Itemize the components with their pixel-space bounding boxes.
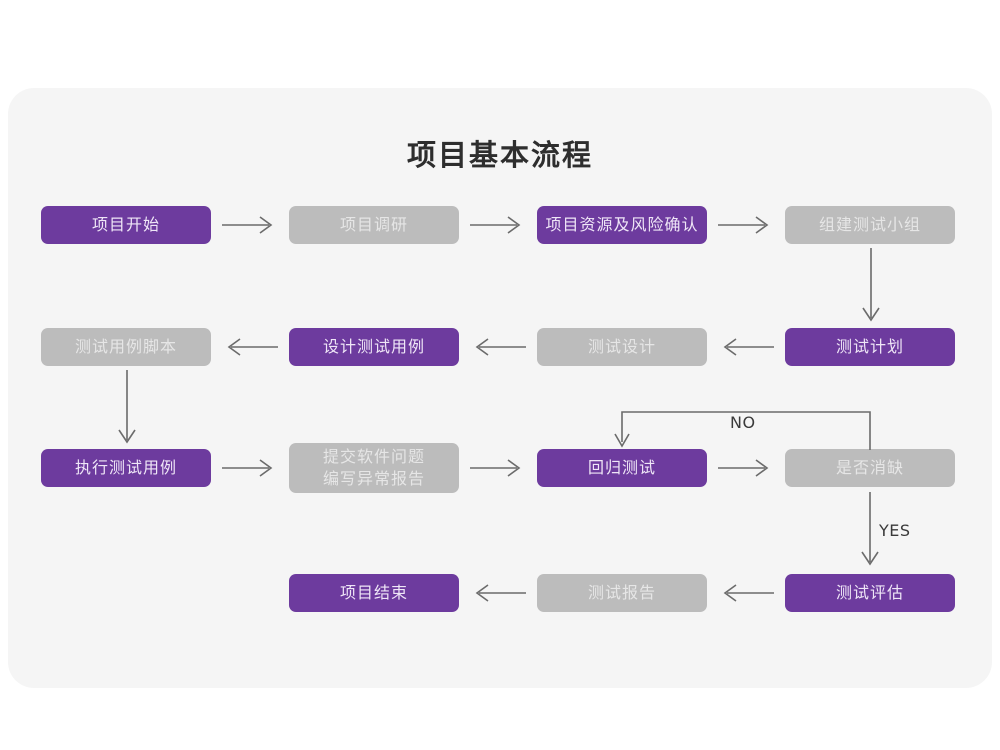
- edge-label-yes: YES: [879, 521, 911, 540]
- page-title: 项目基本流程: [406, 138, 593, 172]
- node-project-end[interactable]: 项目结束: [289, 574, 459, 612]
- node-test-plan[interactable]: 测试计划: [785, 328, 955, 366]
- node-test-evaluation[interactable]: 测试评估: [785, 574, 955, 612]
- node-submit-issue-report[interactable]: 提交软件问题 编写异常报告: [289, 443, 459, 493]
- node-resource-risk-confirm[interactable]: 项目资源及风险确认: [537, 206, 707, 244]
- node-testcase-script[interactable]: 测试用例脚本: [41, 328, 211, 366]
- node-form-test-team[interactable]: 组建测试小组: [785, 206, 955, 244]
- node-test-design[interactable]: 测试设计: [537, 328, 707, 366]
- node-execute-testcase[interactable]: 执行测试用例: [41, 449, 211, 487]
- node-defect-cleared[interactable]: 是否消缺: [785, 449, 955, 487]
- node-project-start[interactable]: 项目开始: [41, 206, 211, 244]
- node-test-report[interactable]: 测试报告: [537, 574, 707, 612]
- node-design-testcase[interactable]: 设计测试用例: [289, 328, 459, 366]
- node-project-research[interactable]: 项目调研: [289, 206, 459, 244]
- edge-label-no: NO: [730, 413, 756, 432]
- node-regression-test[interactable]: 回归测试: [537, 449, 707, 487]
